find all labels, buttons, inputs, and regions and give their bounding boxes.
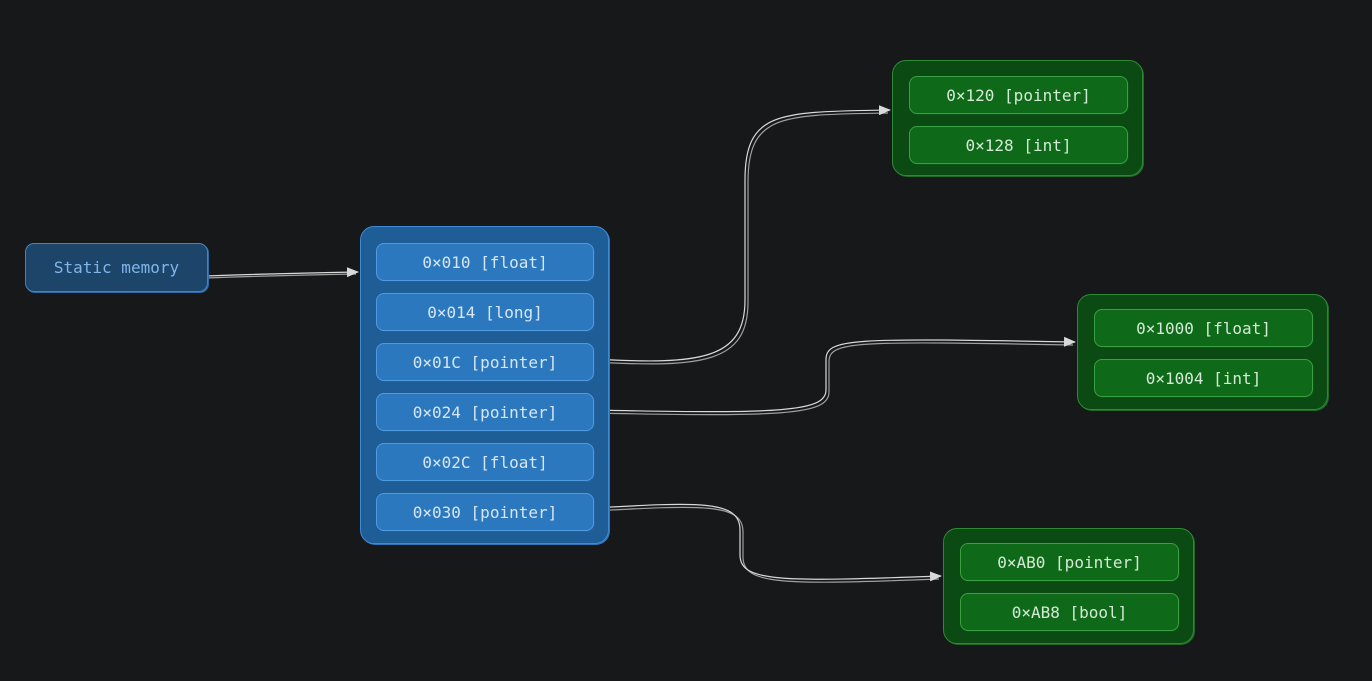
heap-cell-1000[interactable]: 0×1000 [float] — [1094, 309, 1313, 347]
heap-cell-ab0[interactable]: 0×AB0 [pointer] — [960, 543, 1179, 581]
stack-cell-010[interactable]: 0×010 [float] — [376, 243, 594, 281]
heap-cell-1004[interactable]: 0×1004 [int] — [1094, 359, 1313, 397]
heap-cell-label: 0×AB0 [pointer] — [997, 552, 1142, 572]
stack-cell-014[interactable]: 0×014 [long] — [376, 293, 594, 331]
heap-cell-label: 0×1000 [float] — [1136, 318, 1271, 338]
static-memory-label: Static memory — [53, 258, 180, 277]
stack-cell-024[interactable]: 0×024 [pointer] — [376, 393, 594, 431]
stack-memory-block[interactable]: 0×010 [float] 0×014 [long] 0×01C [pointe… — [360, 226, 609, 544]
heap-cell-ab8[interactable]: 0×AB8 [bool] — [960, 593, 1179, 631]
heap-cell-label: 0×1004 [int] — [1145, 368, 1262, 388]
arrow-024-to-heap-b — [592, 336, 1076, 416]
stack-cell-label: 0×02C [float] — [422, 452, 548, 472]
stack-cell-label: 0×030 [pointer] — [412, 502, 558, 522]
arrow-030-to-heap-c — [592, 503, 942, 583]
heap-block-1000[interactable]: 0×1000 [float] 0×1004 [int] — [1077, 294, 1328, 410]
stack-cell-label: 0×01C [pointer] — [412, 352, 558, 372]
stack-cell-label: 0×010 [float] — [422, 252, 548, 272]
stack-cell-01c[interactable]: 0×01C [pointer] — [376, 343, 594, 381]
heap-block-ab0[interactable]: 0×AB0 [pointer] 0×AB8 [bool] — [943, 528, 1194, 644]
arrow-static-to-stack — [205, 267, 359, 279]
heap-cell-128[interactable]: 0×128 [int] — [909, 126, 1128, 164]
arrow-01c-to-heap-a — [592, 105, 891, 365]
stack-cell-02c[interactable]: 0×02C [float] — [376, 443, 594, 481]
static-memory-node[interactable]: Static memory — [25, 243, 208, 292]
heap-cell-label: 0×AB8 [bool] — [1011, 602, 1128, 622]
heap-cell-label: 0×120 [pointer] — [946, 85, 1091, 105]
heap-cell-label: 0×128 [int] — [965, 135, 1072, 155]
heap-cell-120[interactable]: 0×120 [pointer] — [909, 76, 1128, 114]
stack-cell-label: 0×014 [long] — [427, 302, 543, 322]
stack-cell-030[interactable]: 0×030 [pointer] — [376, 493, 594, 531]
stack-cell-label: 0×024 [pointer] — [412, 402, 558, 422]
heap-block-120[interactable]: 0×120 [pointer] 0×128 [int] — [892, 60, 1143, 176]
